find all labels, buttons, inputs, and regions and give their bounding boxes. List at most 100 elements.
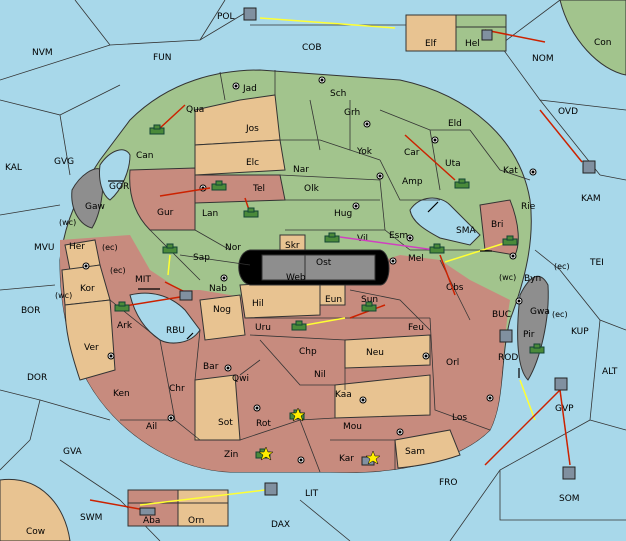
label-swm: SWM (80, 513, 102, 523)
supply-center (352, 202, 360, 210)
supply-center (529, 168, 537, 176)
region-jos[interactable] (194, 94, 281, 146)
coast-connections (108, 180, 520, 378)
region-elc[interactable] (194, 139, 286, 176)
label-tei: TEI (589, 258, 604, 268)
supply-centers (82, 76, 537, 464)
fleet-icon[interactable] (243, 7, 257, 21)
label-wc-2: (wc) (499, 273, 516, 282)
label-ost: Ost (316, 258, 332, 268)
label-bar: Bar (203, 362, 219, 372)
region-kaa[interactable] (334, 374, 431, 419)
region-ver[interactable] (64, 299, 116, 381)
label-vil: Vil (357, 234, 368, 244)
label-mit: MIT (135, 275, 151, 285)
fleet-icon[interactable] (481, 29, 493, 41)
army-icon[interactable] (324, 232, 340, 243)
army-icon[interactable] (529, 343, 545, 354)
label-gvp: GVP (555, 404, 574, 414)
army-icon[interactable] (114, 301, 130, 312)
fleets (139, 7, 596, 516)
label-gur: Gur (157, 208, 174, 218)
army-icon[interactable] (291, 320, 307, 331)
label-mou: Mou (343, 422, 362, 432)
label-tel: Tel (252, 184, 265, 194)
army-icon[interactable] (454, 178, 470, 189)
region-gaw[interactable] (71, 168, 104, 229)
label-uru: Uru (255, 323, 271, 333)
label-jad: Jad (242, 84, 257, 94)
label-sch: Sch (330, 89, 346, 99)
sea-gor[interactable] (99, 149, 131, 201)
coast-arrow (186, 332, 194, 340)
label-orl: Orl (446, 358, 459, 368)
label-eun: Eun (325, 295, 342, 305)
supply-center (318, 76, 326, 84)
label-nor: Nor (225, 243, 241, 253)
label-wc-1: (wc) (59, 218, 76, 227)
label-uta: Uta (445, 159, 461, 169)
support-arrow (519, 379, 536, 421)
label-fun: FUN (153, 53, 172, 63)
label-kat: Kat (503, 166, 518, 176)
label-pol: POL (217, 12, 235, 22)
label-kam: KAM (581, 194, 601, 204)
region-gur[interactable] (129, 167, 196, 231)
army-icon[interactable] (361, 301, 377, 312)
label-ec-1: (ec) (102, 243, 118, 252)
label-ark: Ark (117, 321, 133, 331)
supply-center (396, 428, 404, 436)
fleet-icon[interactable] (582, 160, 596, 174)
army-icon[interactable] (243, 207, 259, 218)
move-arrow (559, 389, 571, 466)
move-arrow (159, 187, 211, 197)
fleet-icon[interactable] (554, 377, 568, 391)
move-arrow (484, 389, 561, 466)
label-pir: Pir (523, 330, 535, 340)
sea-sma[interactable] (409, 197, 481, 246)
sea-rbu[interactable] (129, 292, 201, 344)
fleet-icon[interactable] (139, 507, 156, 516)
region-sam[interactable] (394, 429, 461, 469)
move-arrow (89, 499, 146, 511)
army-icon[interactable] (429, 243, 445, 254)
label-grh: Grh (344, 108, 360, 118)
label-mvu: MVU (34, 243, 55, 253)
region-ost-web[interactable] (261, 254, 376, 281)
supply-center (220, 274, 228, 282)
label-gva: GVA (63, 447, 83, 457)
star-icon (290, 407, 306, 422)
label-can: Can (136, 151, 154, 161)
army-icon[interactable] (162, 243, 178, 254)
supply-center (107, 352, 115, 360)
region-elf[interactable] (405, 14, 457, 52)
region-neu[interactable] (344, 334, 431, 369)
army-icon[interactable] (149, 124, 165, 135)
army-icon[interactable] (211, 180, 227, 191)
region-sot[interactable] (194, 374, 241, 441)
region-nog[interactable] (199, 294, 246, 341)
label-gvg: GVG (54, 157, 74, 167)
label-sun: Sun (361, 295, 378, 305)
label-hil: Hil (252, 299, 264, 309)
supply-center (406, 234, 414, 242)
label-yok: Yok (356, 147, 373, 157)
label-cow: Cow (26, 527, 45, 537)
fleet-icon[interactable] (264, 482, 278, 496)
region-tel[interactable] (194, 174, 286, 204)
fleet-icon[interactable] (499, 329, 513, 343)
fleet-icon[interactable] (562, 466, 576, 480)
move-arrow (484, 29, 546, 43)
label-gwa: Gwa (530, 307, 550, 317)
label-gaw: Gaw (85, 202, 105, 212)
move-arrow (404, 134, 456, 181)
label-ec-4: (ec) (552, 310, 568, 319)
army-icon[interactable] (502, 235, 518, 246)
move-arrow (259, 17, 396, 29)
supply-center (515, 297, 523, 305)
fleet-icon[interactable] (179, 290, 193, 301)
label-sam: Sam (405, 447, 425, 457)
label-gor: GOR (109, 182, 129, 192)
label-lan: Lan (202, 209, 218, 219)
supply-center (363, 120, 371, 128)
